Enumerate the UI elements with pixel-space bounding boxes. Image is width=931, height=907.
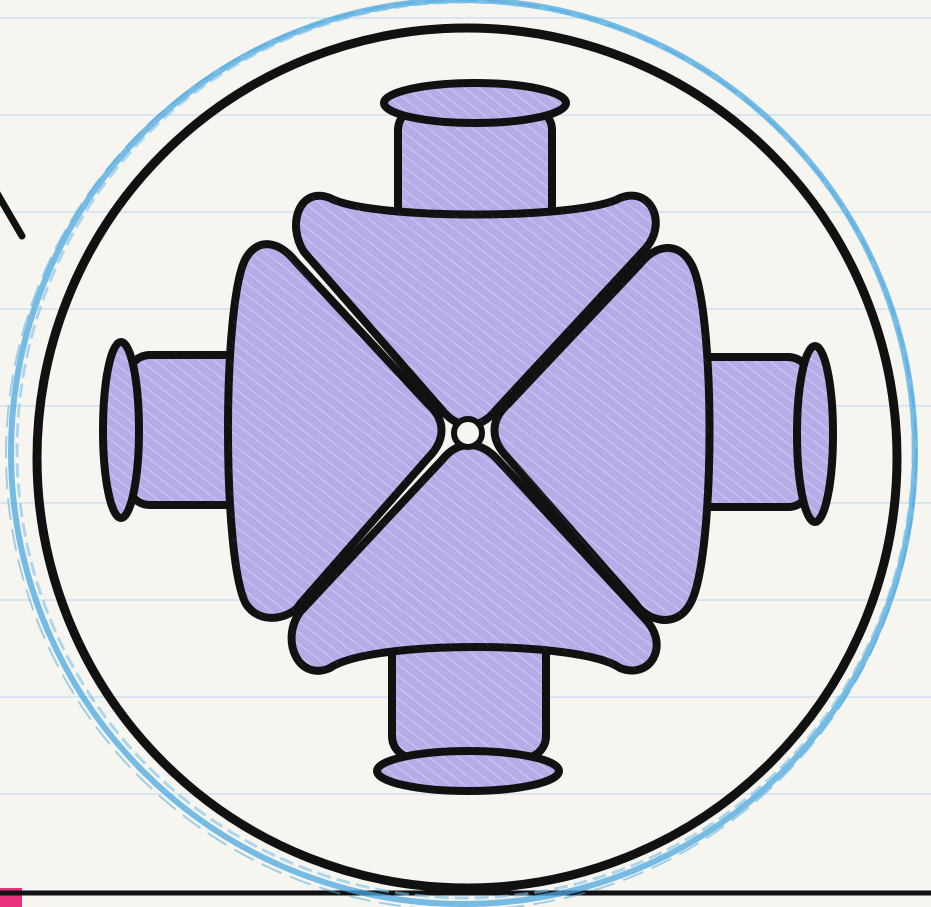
- center-bore: [454, 419, 482, 447]
